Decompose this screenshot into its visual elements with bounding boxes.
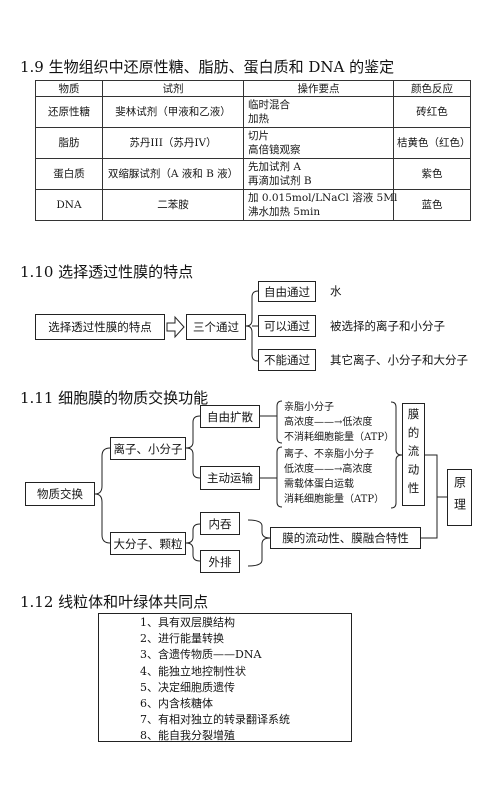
small-brace — [185, 415, 201, 479]
cell-reagent: 斐林试剂（甲液和乙液） — [102, 96, 244, 128]
active-note: 离子、不亲脂小分子 — [284, 449, 374, 460]
header-color: 颜色反应 — [393, 80, 471, 97]
cell-color: 紫色 — [393, 158, 471, 190]
common-points-box — [98, 613, 352, 742]
cell-color: 蓝色 — [393, 189, 471, 221]
principle-box: 原理 — [447, 469, 472, 526]
active-notes-brace — [276, 446, 283, 508]
diffusion-note: 亲脂小分子 — [284, 402, 334, 413]
hub-brace — [245, 290, 259, 362]
cell-reagent: 苏丹III（苏丹IV） — [102, 127, 244, 159]
step-line: 加 0.015mol/LNaCl 溶液 5Ml — [248, 192, 398, 204]
list-item: 5、决定细胞质遗传 — [140, 681, 235, 694]
cell-substance: 还原性糖 — [35, 96, 103, 128]
cell-reagent: 二苯胺 — [102, 189, 244, 221]
selective-pass-box: 可以通过 — [258, 315, 316, 337]
fluidity-box: 膜的流动性 — [402, 403, 425, 506]
endo-exo-brace — [247, 519, 271, 567]
cell-substance: 脂肪 — [35, 127, 103, 159]
large-molecule-box: 大分子、颗粒 — [110, 532, 186, 555]
selective-pass-desc: 被选择的离子和小分子 — [330, 319, 445, 333]
list-item: 3、含遗传物质——DNA — [140, 648, 262, 661]
table-row: 脂肪 苏丹III（苏丹IV） 切片 高倍镜观察 桔黄色（红色） — [35, 127, 471, 159]
free-pass-desc: 水 — [330, 284, 342, 298]
cell-substance: DNA — [35, 189, 103, 221]
section-title-1-10: 1.10 选择透过性膜的特点 — [20, 263, 194, 281]
endocytosis-box: 内吞 — [200, 512, 240, 535]
diffusion-note: 高浓度——→低浓度 — [284, 417, 373, 428]
root-brace — [94, 447, 111, 544]
active-note: 需载体蛋白运载 — [284, 479, 354, 490]
three-pass-box: 三个通过 — [186, 314, 246, 340]
membrane-feature-box: 选择透过性膜的特点 — [35, 314, 165, 340]
step-line: 切片 — [248, 130, 269, 142]
notes-right-brace — [390, 401, 403, 509]
exocytosis-box: 外排 — [200, 550, 240, 573]
step-line: 先加试剂 A — [248, 161, 301, 173]
step-line: 高倍镜观察 — [248, 144, 301, 156]
passive-notes-brace — [276, 400, 283, 444]
cell-steps: 加 0.015mol/LNaCl 溶液 5Ml 沸水加热 5min — [243, 189, 398, 221]
cell-steps: 先加试剂 A 再滴加试剂 B — [243, 158, 394, 190]
exchange-box: 物质交换 — [25, 482, 95, 506]
fusion-basis-box: 膜的流动性、膜融合特性 — [270, 527, 421, 549]
active-note: 消耗细胞能量（ATP） — [284, 494, 385, 505]
cell-color: 砖红色 — [393, 96, 471, 128]
cell-substance: 蛋白质 — [35, 158, 103, 190]
fluidity-label: 膜的流动性 — [406, 408, 421, 501]
cell-reagent: 双缩脲试剂（A 液和 B 液） — [102, 158, 244, 190]
active-transport-box: 主动运输 — [200, 466, 260, 490]
identification-table: 物质 试剂 操作要点 颜色反应 还原性糖 斐林试剂（甲液和乙液） 临时混合 加热… — [35, 80, 471, 221]
table-row: 蛋白质 双缩脲试剂（A 液和 B 液） 先加试剂 A 再滴加试剂 B 紫色 — [35, 158, 471, 190]
large-brace — [185, 523, 201, 562]
hollow-arrow-icon — [166, 315, 185, 339]
section-title-1-9: 1.9 生物组织中还原性糖、脂肪、蛋白质和 DNA 的鉴定 — [20, 58, 395, 76]
list-item: 4、能独立地控制性状 — [140, 665, 246, 678]
header-reagent: 试剂 — [102, 80, 244, 97]
list-item: 2、进行能量转换 — [140, 632, 224, 645]
diffusion-note: 不消耗细胞能量（ATP） — [284, 432, 395, 443]
section-title-1-12: 1.12 线粒体和叶绿体共同点 — [20, 593, 209, 611]
header-steps: 操作要点 — [243, 80, 394, 97]
active-note: 低浓度——→高浓度 — [284, 464, 373, 475]
step-line: 再滴加试剂 B — [248, 175, 312, 187]
table-row: DNA 二苯胺 加 0.015mol/LNaCl 溶液 5Ml 沸水加热 5mi… — [35, 189, 471, 221]
step-line: 临时混合 — [248, 99, 290, 111]
cell-steps: 临时混合 加热 — [243, 96, 394, 128]
table-header-row: 物质 试剂 操作要点 颜色反应 — [35, 80, 471, 97]
list-item: 8、能自我分裂增殖 — [140, 729, 235, 742]
table-row: 还原性糖 斐林试剂（甲液和乙液） 临时混合 加热 砖红色 — [35, 96, 471, 128]
header-substance: 物质 — [35, 80, 103, 97]
small-molecule-box: 离子、小分子 — [110, 437, 186, 460]
no-pass-box: 不能通过 — [258, 349, 316, 371]
cell-steps: 切片 高倍镜观察 — [243, 127, 394, 159]
free-pass-box: 自由通过 — [258, 281, 316, 302]
list-item: 1、具有双层膜结构 — [140, 616, 235, 629]
list-item: 7、有相对独立的转录翻译系统 — [140, 713, 290, 726]
section-title-1-11: 1.11 细胞膜的物质交换功能 — [20, 389, 209, 407]
cell-color: 桔黄色（红色） — [393, 127, 471, 159]
step-line: 加热 — [248, 113, 269, 125]
free-diffusion-box: 自由扩散 — [200, 405, 260, 428]
no-pass-desc: 其它离子、小分子和大分子 — [330, 353, 468, 367]
step-line: 沸水加热 5min — [248, 206, 321, 218]
list-item: 6、内含核糖体 — [140, 697, 213, 710]
principle-label: 原理 — [452, 475, 467, 520]
